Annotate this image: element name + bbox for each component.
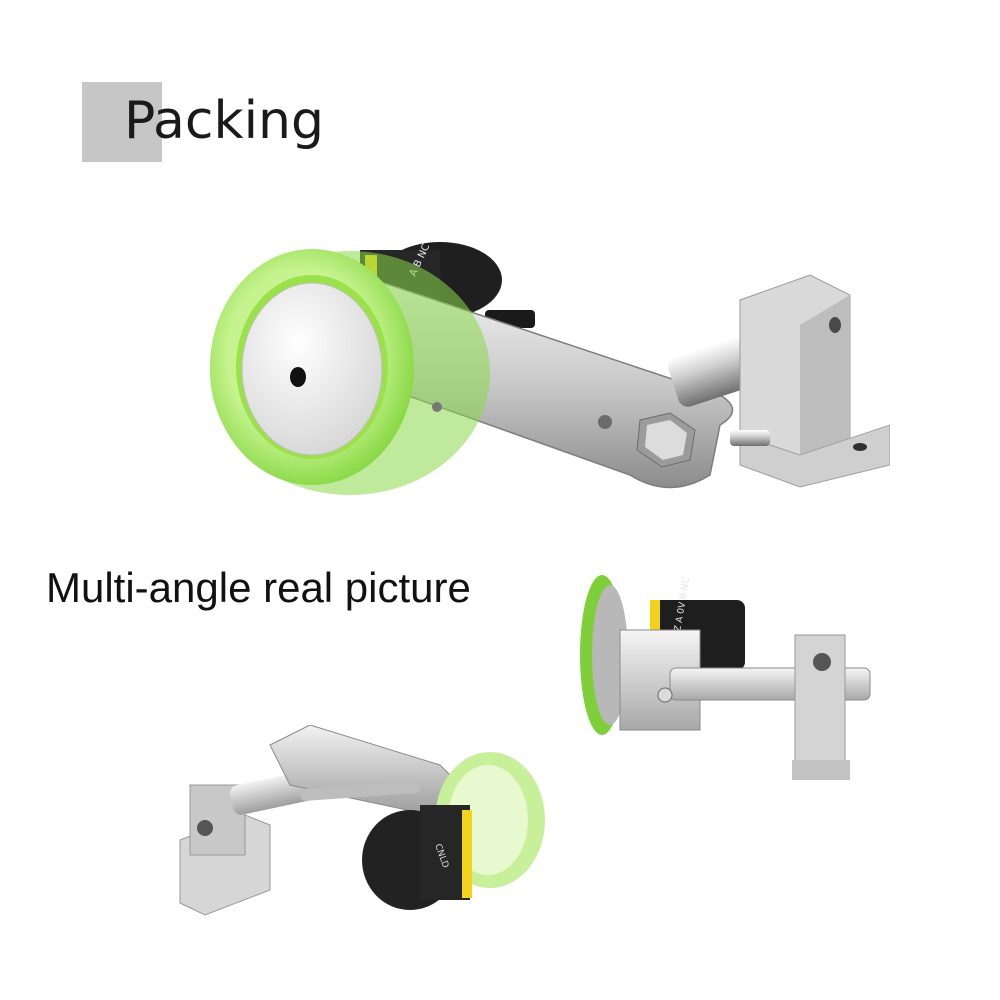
side-wheel <box>580 575 628 735</box>
caption-text: Multi-angle real picture <box>46 564 471 611</box>
side-view-photo: Z A 0V B NC <box>580 570 880 790</box>
rear-view-photo: CNLD <box>170 725 550 935</box>
main-product-photo: A B NC <box>200 225 890 515</box>
pivot-bolt <box>598 412 770 468</box>
rear-encoder-body: CNLD <box>362 805 472 910</box>
side-clamp-block <box>792 634 850 780</box>
section-heading: Packing <box>124 91 325 151</box>
heading-accent-block <box>82 82 162 162</box>
shaft-clamp-block <box>739 274 890 488</box>
measuring-wheel <box>210 249 490 495</box>
